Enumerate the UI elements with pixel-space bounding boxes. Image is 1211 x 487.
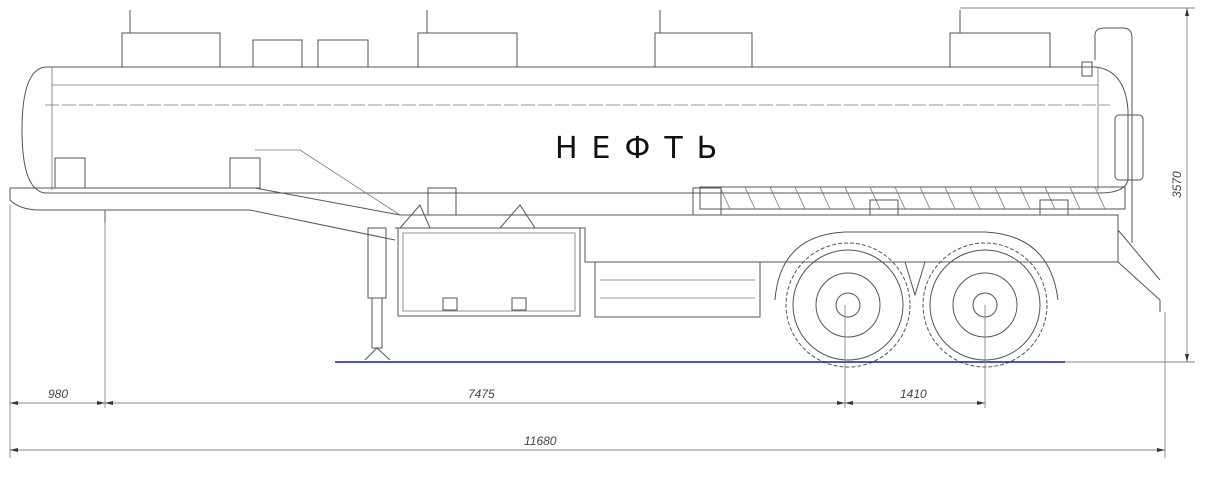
manhole-domes (121, 10, 1051, 68)
side-walkway (699, 186, 1126, 210)
landing-gear (364, 227, 391, 361)
rear-axle-wheels (774, 231, 1059, 368)
wheel-1 (785, 242, 911, 368)
rear-ladder (1081, 27, 1144, 243)
tank-body (21, 66, 1129, 194)
dim-kingpin-to-axle: 7475 (468, 387, 495, 401)
dim-overall-length: 11680 (524, 434, 557, 448)
dim-axle-spacing: 1410 (900, 387, 927, 401)
cargo-label: НЕФТЬ (555, 131, 731, 166)
dimension-lines (9, 7, 1195, 458)
tool-box (397, 227, 761, 318)
chassis-frame (9, 149, 1161, 312)
dim-front-overhang: 980 (48, 387, 68, 401)
dim-overall-height: 3570 (1170, 171, 1184, 198)
